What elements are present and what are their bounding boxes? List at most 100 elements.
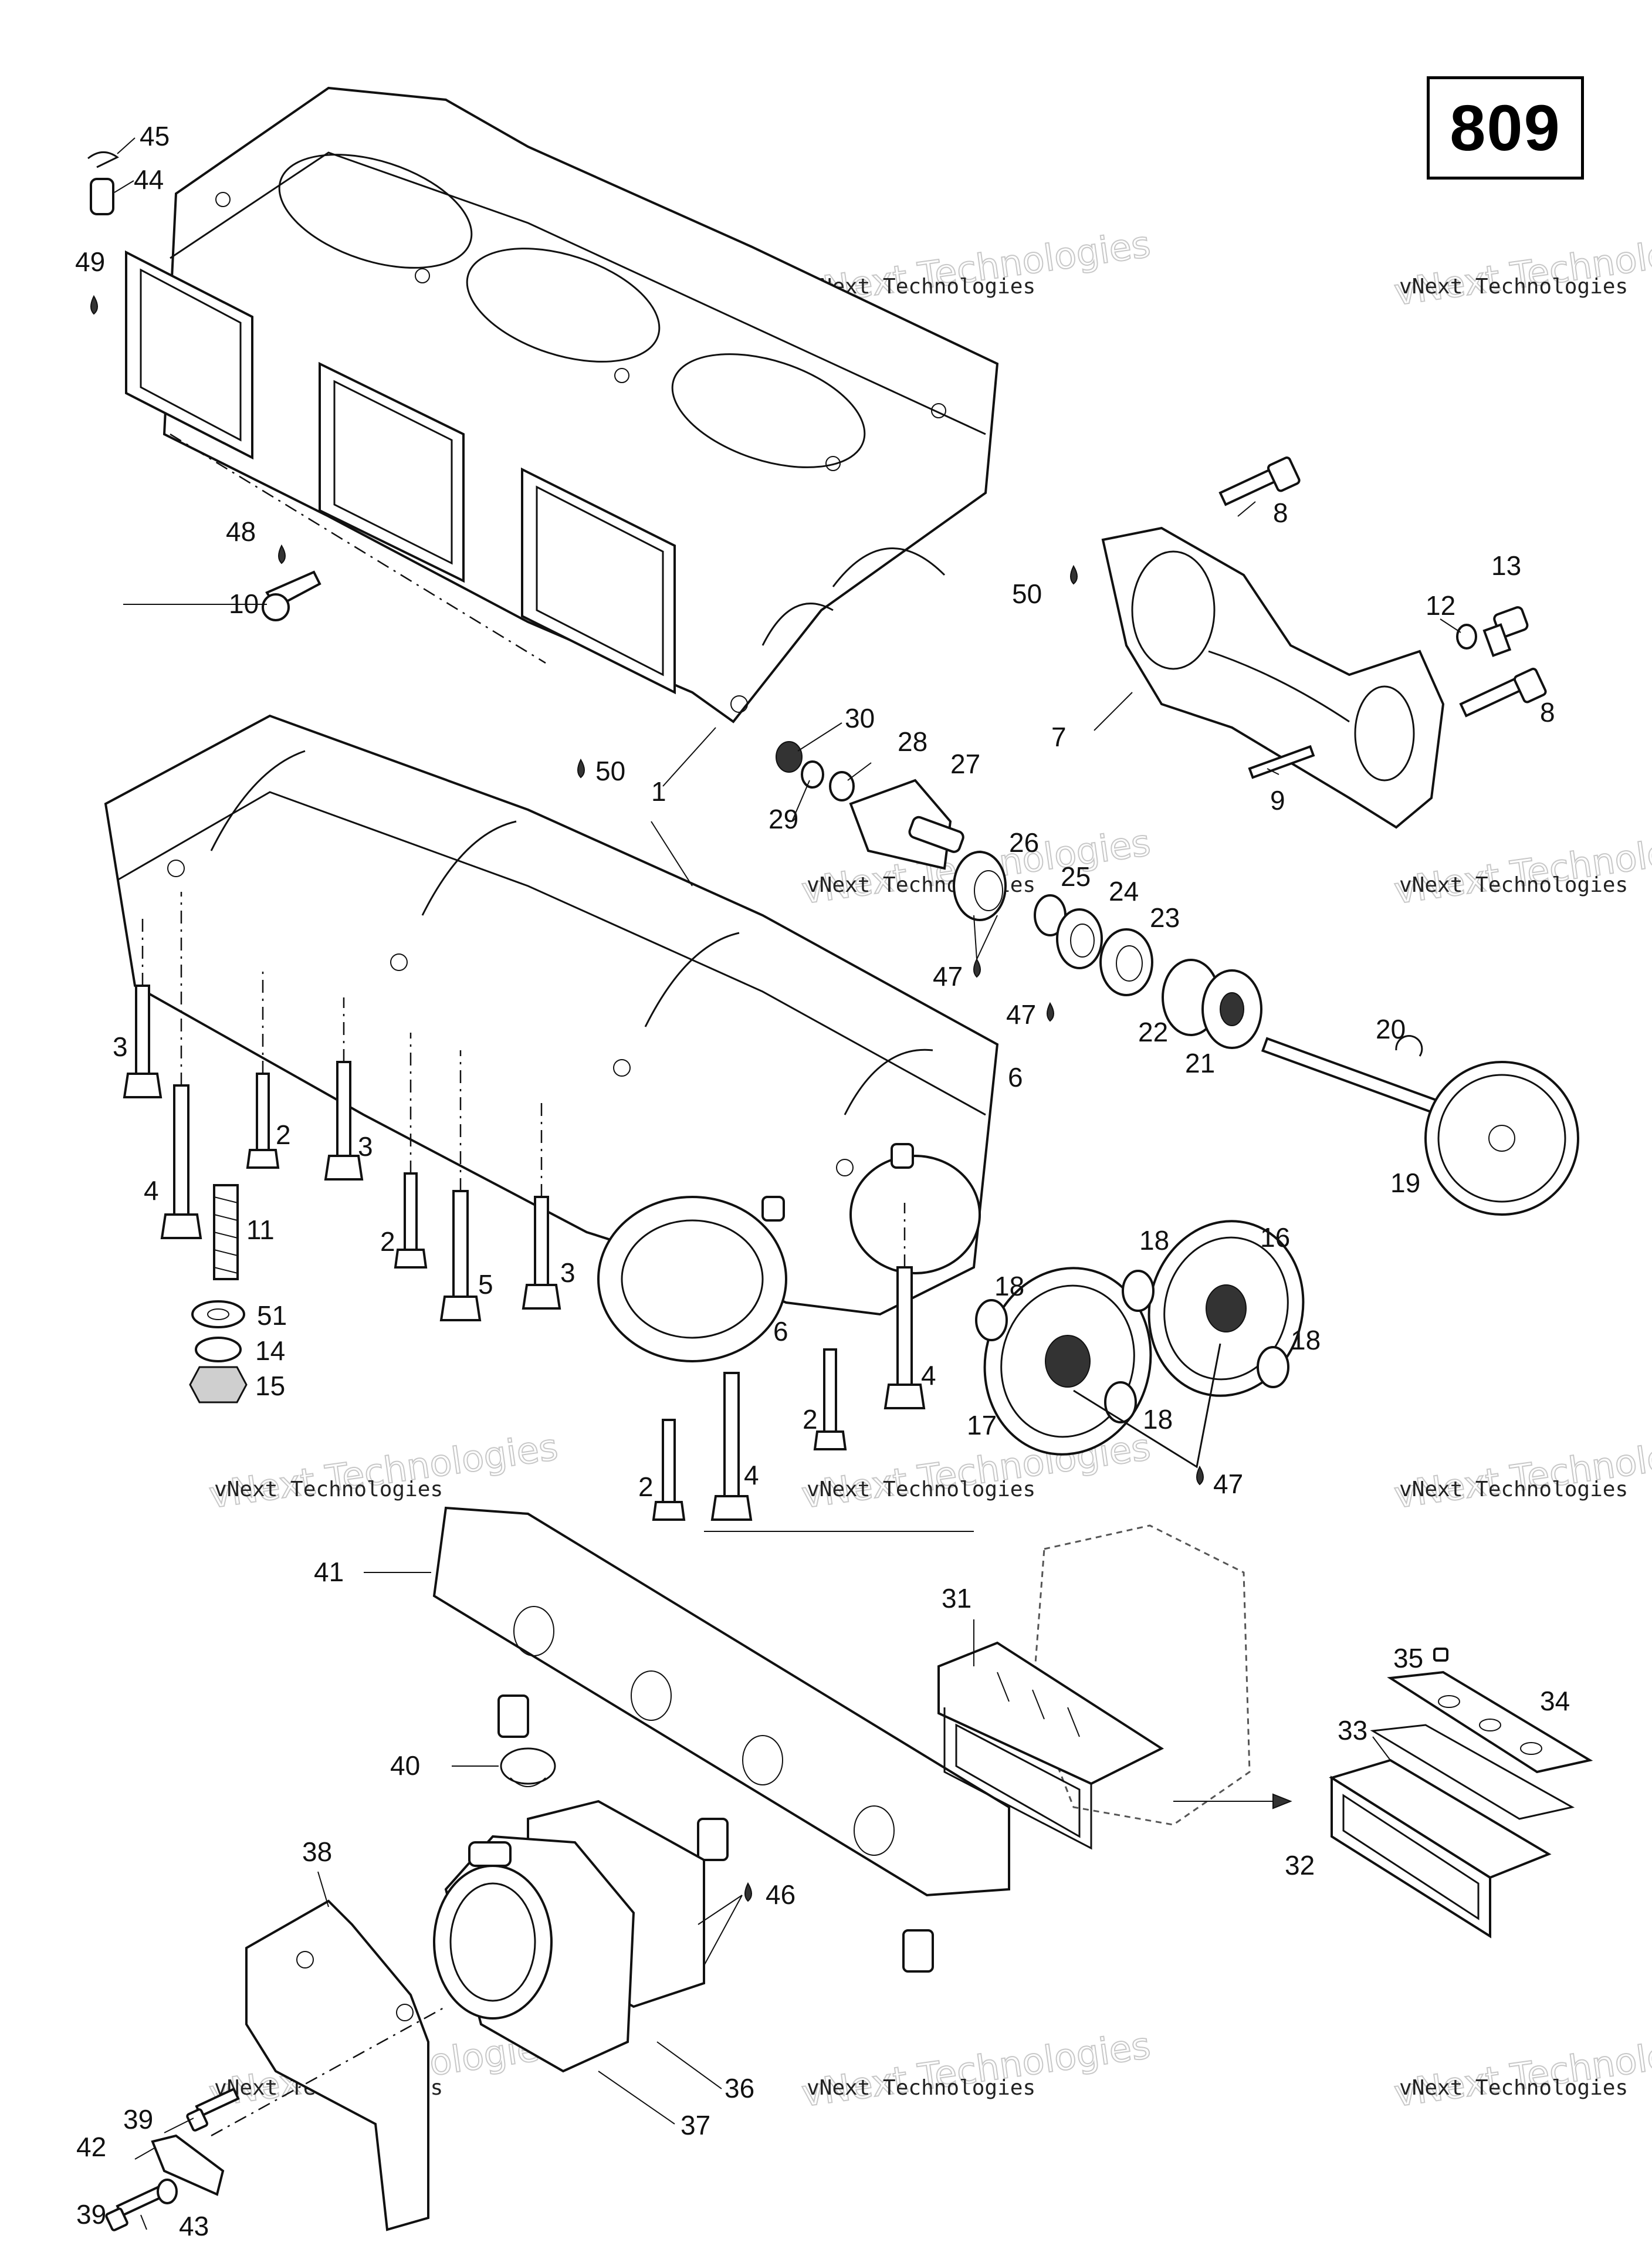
- svg-text:vNext Technologies: vNext Technologies: [214, 1477, 443, 1501]
- lock-washer-14: [195, 1337, 242, 1362]
- upper-crankcase: [125, 86, 999, 723]
- bolt-8-upper: [1218, 456, 1301, 506]
- reed-valve-31: [937, 1641, 1164, 1850]
- engine-ghost-outline: [1031, 1524, 1251, 1826]
- callout-38: 38: [302, 1836, 332, 1867]
- callout-12: 12: [1426, 590, 1455, 621]
- shim-18-c: [1104, 1381, 1137, 1423]
- reed-petal-33: [1370, 1724, 1575, 1820]
- callout-47-c: 47: [1213, 1469, 1243, 1499]
- watermark: vNext Technologies vNext Technologies: [206, 1425, 561, 1517]
- callout-28: 28: [898, 726, 927, 757]
- callout-42: 42: [76, 2132, 106, 2162]
- bolt-39-upper: [186, 2087, 240, 2132]
- callout-18-b: 18: [1139, 1225, 1169, 1256]
- callout-21: 21: [1185, 1048, 1215, 1078]
- svg-text:vNext Technologies: vNext Technologies: [1399, 873, 1628, 897]
- washer-28: [829, 771, 855, 801]
- callout-31: 31: [942, 1583, 971, 1614]
- grease-drop-49: [90, 295, 98, 315]
- callout-18-a: 18: [994, 1271, 1024, 1301]
- washer-29: [801, 760, 824, 789]
- callout-46: 46: [766, 1879, 795, 1910]
- watermark: vNext Technologies vNext Technologies: [1391, 820, 1652, 913]
- callout-51: 51: [257, 1300, 287, 1331]
- callout-48: 48: [226, 516, 256, 547]
- detail-arrow-head: [1272, 1793, 1292, 1809]
- bearing-21: [1201, 969, 1262, 1049]
- bolt-2-c: [813, 1348, 847, 1450]
- callout-47-a: 47: [933, 961, 963, 992]
- callout-20: 20: [1376, 1014, 1406, 1044]
- shim-18-d: [1257, 1346, 1289, 1388]
- clip-42: [151, 2134, 225, 2196]
- callout-7: 7: [1051, 722, 1067, 752]
- callout-50-crankcase: 50: [595, 756, 625, 786]
- grease-drop-50-pump: [1070, 564, 1078, 585]
- bolt-3-left: [123, 985, 163, 1098]
- reed-block-32: [1329, 1758, 1552, 1939]
- bolt-4-right: [883, 1266, 926, 1409]
- plug-44: [90, 178, 114, 215]
- bolt-39-lower: [105, 2184, 166, 2231]
- callout-49: 49: [75, 246, 105, 277]
- grease-drop-46: [698, 1882, 752, 1966]
- shim-18-b: [1122, 1270, 1155, 1312]
- callout-35: 35: [1393, 1643, 1423, 1673]
- callout-29: 29: [769, 804, 798, 834]
- lower-crankcase: [104, 714, 999, 1362]
- callout-9: 9: [1270, 785, 1285, 816]
- svg-text:vNext Technologies: vNext Technologies: [1399, 1477, 1628, 1501]
- svg-text:vNext Technologies: vNext Technologies: [1392, 222, 1652, 314]
- impeller-27: [849, 779, 964, 870]
- callout-23: 23: [1150, 902, 1180, 933]
- grease-drop-48: [278, 544, 286, 564]
- callout-11: 11: [246, 1215, 275, 1245]
- callout-45: 45: [140, 121, 170, 151]
- svg-text:vNext Technologies: vNext Technologies: [1392, 2024, 1652, 2115]
- fitting-10: [262, 570, 321, 621]
- callout-3-right: 3: [560, 1257, 576, 1288]
- callout-36: 36: [725, 2073, 754, 2103]
- reed-stop-34: [1387, 1670, 1593, 1774]
- callout-2-d: 2: [638, 1472, 654, 1502]
- callout-37: 37: [681, 2110, 710, 2140]
- page-number-box: 809: [1427, 76, 1584, 180]
- callout-32: 32: [1285, 1850, 1315, 1880]
- callout-25: 25: [1061, 861, 1091, 892]
- callout-4-right: 4: [921, 1360, 936, 1391]
- clip-45: [87, 151, 119, 168]
- grease-drop-47-c: [1196, 1465, 1204, 1486]
- bolt-2-b: [394, 1172, 428, 1269]
- grease-drop-47-b: [1047, 1002, 1054, 1022]
- bolt-2-a: [246, 1073, 280, 1169]
- callout-34: 34: [1540, 1686, 1570, 1716]
- callout-50-pump: 50: [1012, 579, 1042, 609]
- pin-9: [1248, 745, 1315, 779]
- seal-26: [953, 851, 1007, 921]
- callout-3-mid: 3: [358, 1131, 373, 1162]
- bracket-alignment-line: [211, 2005, 446, 2137]
- callout-2-c: 2: [803, 1404, 818, 1435]
- page-number: 809: [1450, 92, 1561, 164]
- callout-5: 5: [478, 1269, 493, 1300]
- shaft-gear-19: [1261, 1037, 1579, 1216]
- svg-text:vNext Technologies: vNext Technologies: [1399, 2076, 1628, 2100]
- callout-30: 30: [845, 703, 875, 733]
- bolt-3-mid: [324, 1061, 364, 1181]
- callout-33: 33: [1338, 1715, 1367, 1746]
- adaptor-37: [433, 1835, 635, 2073]
- bearing-24: [1056, 908, 1103, 969]
- grease-drop-47-a: [973, 958, 981, 978]
- callout-8-lower: 8: [1540, 697, 1555, 728]
- callout-18-d: 18: [1143, 1404, 1173, 1435]
- svg-text:vNext Technologies: vNext Technologies: [1392, 1425, 1652, 1517]
- svg-text:vNext Technologies: vNext Technologies: [807, 1477, 1035, 1501]
- callout-26: 26: [1009, 827, 1039, 858]
- svg-text:vNext Technologies: vNext Technologies: [206, 1425, 560, 1517]
- alignment-line: [170, 433, 546, 664]
- watermark: vNext Technologies vNext Technologies: [1391, 1425, 1652, 1517]
- bolt-3-right: [522, 1196, 561, 1310]
- pump-housing-7: [1101, 526, 1445, 829]
